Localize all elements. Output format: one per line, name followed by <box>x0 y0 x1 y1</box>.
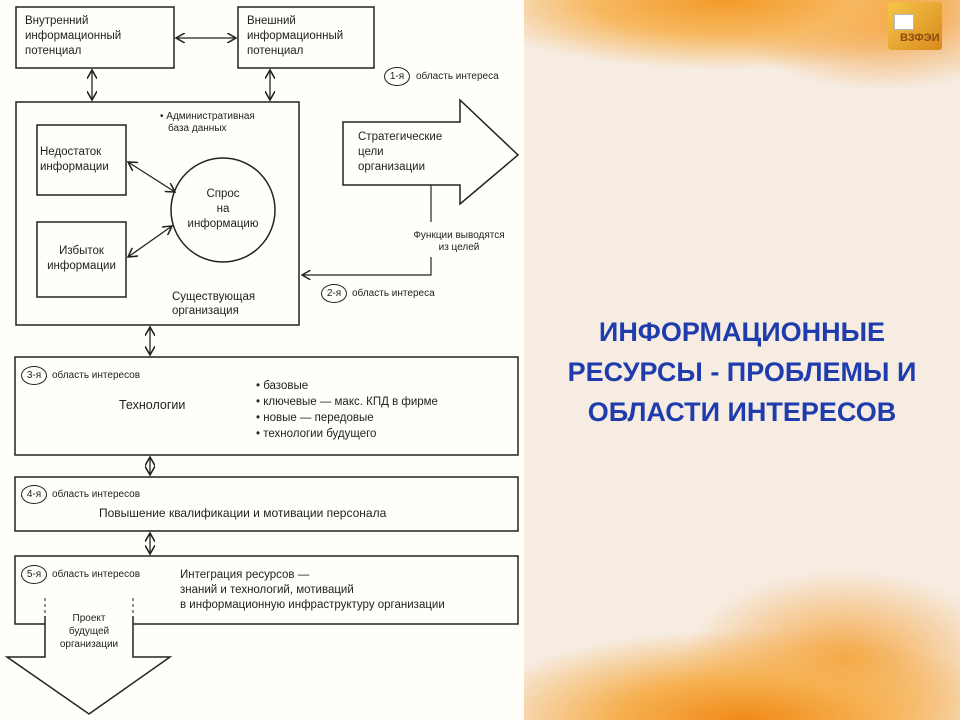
logo-text: ВЗФЭИ <box>900 32 940 44</box>
area4-box <box>14 476 519 532</box>
title-line: ИНФОРМАЦИОННЫЕ <box>598 317 886 347</box>
area3-title: Технологии <box>119 398 186 412</box>
area3-box <box>14 356 519 456</box>
area1-badge: 1-я <box>384 67 410 86</box>
external-box <box>237 6 375 69</box>
title-line: ОБЛАСТИ ИНТЕРЕСОВ <box>587 397 897 427</box>
excess-box <box>36 221 127 298</box>
strategic-arrow <box>342 98 520 206</box>
area5-label: область интересов <box>52 569 141 580</box>
internal-box <box>15 6 175 69</box>
area3-label: область интересов <box>52 370 141 381</box>
book-icon <box>894 14 914 30</box>
slide-title: ИНФОРМАЦИОННЫЕ РЕСУРСЫ - ПРОБЛЕМЫ И ОБЛА… <box>524 312 960 432</box>
decorative-background <box>524 0 960 720</box>
area5-box <box>14 555 519 625</box>
demand-circle <box>170 157 276 263</box>
area4-label: область интересов <box>52 489 141 500</box>
logo: ВЗФЭИ <box>888 2 942 50</box>
project-arrow <box>4 616 173 715</box>
area5-text: Интеграция ресурсов —знаний и технологий… <box>180 569 445 611</box>
area2-label: область интереса <box>352 288 435 299</box>
title-line: РЕСУРСЫ - ПРОБЛЕМЫ И <box>567 357 917 387</box>
area2-badge: 2-я <box>321 284 347 303</box>
existing-org-box <box>15 101 300 326</box>
area4-badge: 4-я <box>21 485 47 504</box>
area3-badge: 3-я <box>21 366 47 385</box>
area4-title: Повышение квалификации и мотивации персо… <box>99 506 387 520</box>
area5-badge: 5-я <box>21 565 47 584</box>
diagram-shapes <box>4 6 520 715</box>
area1-label: область интереса <box>416 71 499 82</box>
area3-bullets: • базовые• ключевые — макс. КПД в фирме•… <box>256 380 438 440</box>
lack-box <box>36 124 127 196</box>
